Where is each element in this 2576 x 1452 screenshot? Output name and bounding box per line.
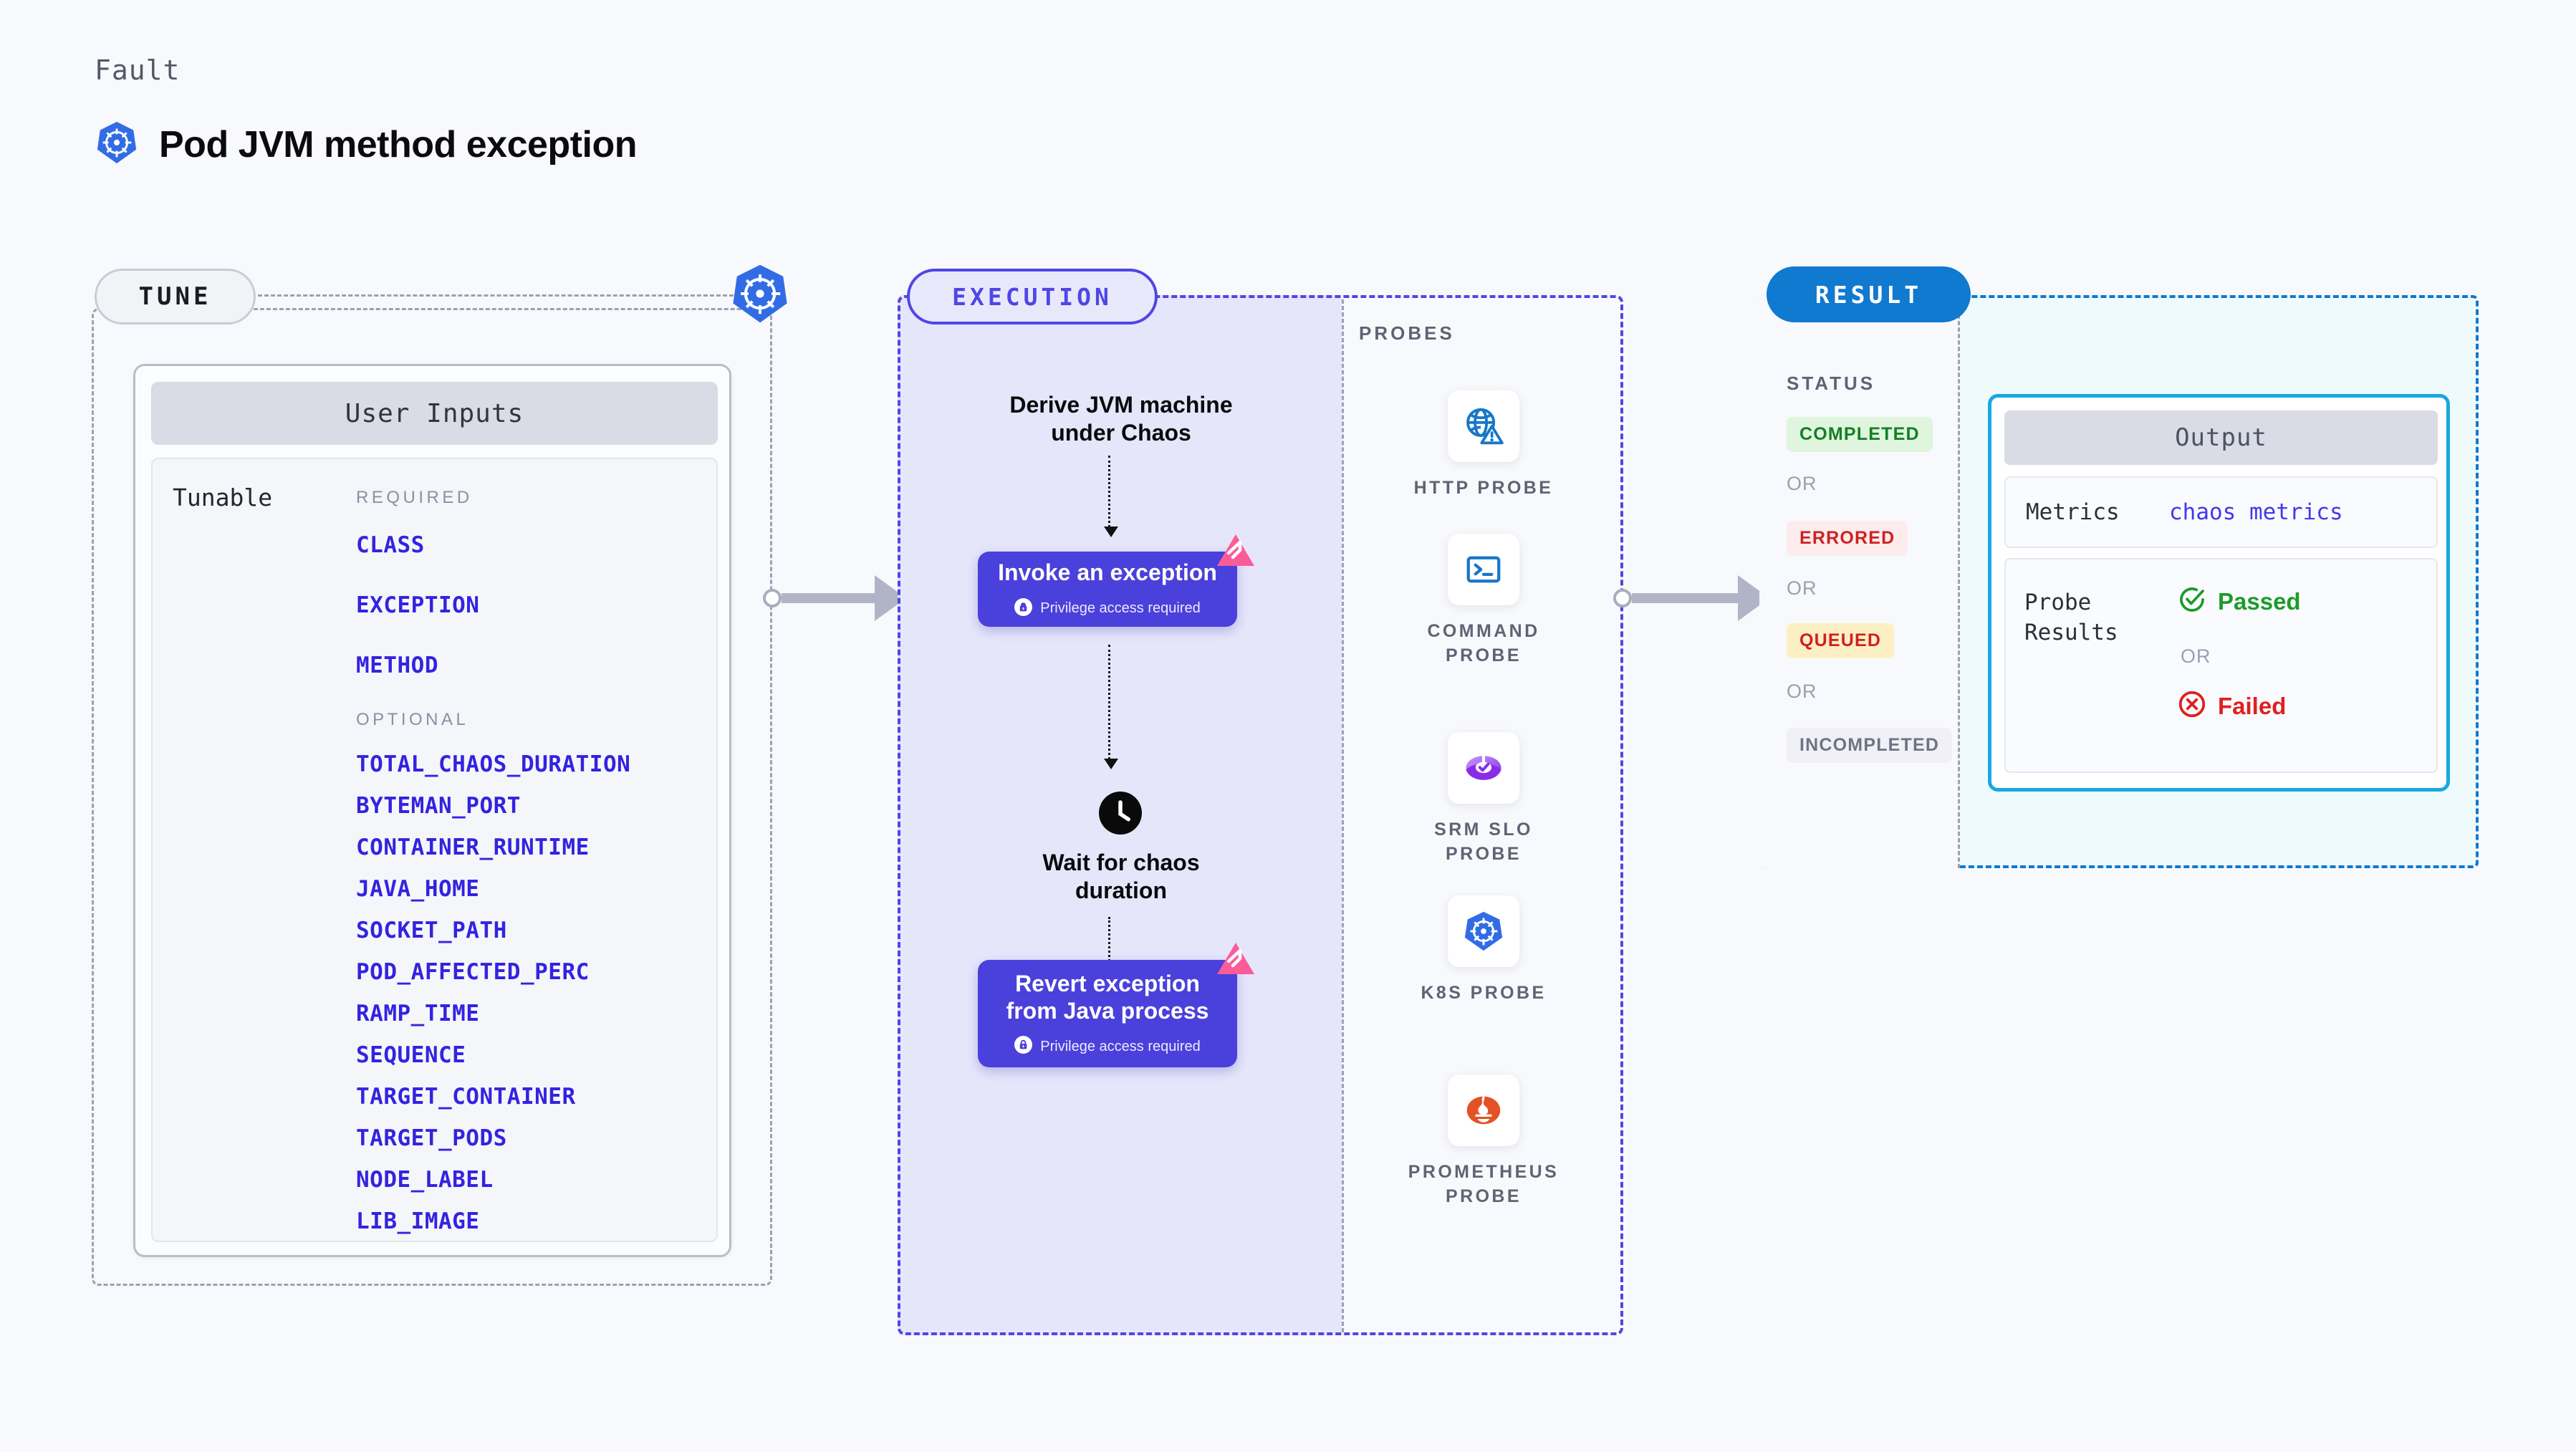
probe-item-prometheus[interactable]: PROMETHEUS PROBE — [1401, 1074, 1566, 1209]
globe-warning-icon — [1448, 390, 1519, 462]
metrics-key: Metrics — [2026, 499, 2120, 525]
user-inputs-header: User Inputs — [151, 382, 718, 445]
execution-stage-pill[interactable]: EXECUTION — [907, 269, 1158, 324]
tunable-body: Tunable REQUIRED CLASS EXCEPTION METHOD … — [151, 458, 718, 1242]
status-column — [1759, 295, 1960, 868]
probe-label-srm-slo: SRM SLO PROBE — [1434, 819, 1533, 864]
litmus-icon — [1216, 533, 1256, 569]
probe-label-prometheus: PROMETHEUS PROBE — [1408, 1162, 1559, 1206]
status-badge-queued: QUEUED — [1787, 623, 1895, 658]
probe-results-key: Probe Results — [2024, 590, 2118, 645]
probe-item-k8s[interactable]: K8S PROBE — [1401, 895, 1566, 1006]
user-inputs-card: User Inputs Tunable REQUIRED CLASS EXCEP… — [133, 364, 731, 1257]
probe-label-http: HTTP PROBE — [1413, 478, 1554, 498]
probes-column-divider — [1342, 299, 1344, 1332]
status-section-label: STATUS — [1787, 372, 1876, 394]
status-badge-incompleted: INCOMPLETED — [1787, 728, 1953, 763]
param-exception[interactable]: EXCEPTION — [356, 592, 480, 618]
param-socket-path[interactable]: SOCKET_PATH — [356, 918, 507, 943]
output-card: Output Metrics chaos metrics Probe Resul… — [1988, 394, 2450, 792]
litmus-icon — [1216, 941, 1256, 977]
connector-start-dot — [763, 589, 782, 607]
terminal-icon — [1448, 534, 1519, 605]
param-target-container[interactable]: TARGET_CONTAINER — [356, 1084, 576, 1110]
privilege-note-1: Privilege access required — [1014, 597, 1201, 620]
connector-execution-to-result — [1613, 573, 1769, 623]
metrics-value-link[interactable]: chaos metrics — [2169, 499, 2343, 525]
result-stage-pill[interactable]: RESULT — [1767, 266, 1971, 322]
status-or-2: OR — [1787, 577, 1817, 599]
connector-tune-to-execution — [763, 573, 906, 623]
probe-verdict-passed: Passed — [2178, 585, 2301, 617]
probe-item-srm-slo[interactable]: SRM SLO PROBE — [1401, 732, 1566, 867]
param-ramp-time[interactable]: RAMP_TIME — [356, 1001, 480, 1027]
srm-slo-icon — [1448, 732, 1519, 804]
connector-start-dot — [1613, 589, 1632, 607]
page-title: Pod JVM method exception — [159, 123, 637, 165]
status-or-3: OR — [1787, 681, 1817, 702]
tune-stage-pill[interactable]: TUNE — [95, 269, 256, 324]
execution-step-revert-title: Revert exception from Java process — [1006, 970, 1209, 1024]
flow-arrow-1 — [1104, 456, 1118, 537]
probes-section-label: PROBES — [1359, 322, 1455, 344]
probe-item-http[interactable]: HTTP PROBE — [1401, 390, 1566, 501]
privilege-note-1-text: Privilege access required — [1040, 600, 1201, 617]
output-header: Output — [2004, 410, 2438, 465]
fault-eyebrow-label: Fault — [95, 54, 181, 86]
param-pod-affected-perc[interactable]: POD_AFFECTED_PERC — [356, 959, 590, 985]
param-total-chaos-duration[interactable]: TOTAL_CHAOS_DURATION — [356, 751, 631, 777]
execution-stage-box — [898, 295, 1623, 1335]
param-lib-image[interactable]: LIB_IMAGE — [356, 1208, 480, 1234]
execution-step-invoke-card[interactable]: Invoke an exception Privilege access req… — [978, 534, 1254, 627]
param-method[interactable]: METHOD — [356, 653, 438, 678]
param-container-runtime[interactable]: CONTAINER_RUNTIME — [356, 835, 590, 860]
lock-icon — [1014, 1036, 1033, 1057]
status-badge-errored: ERRORED — [1787, 521, 1908, 556]
group-label-optional: OPTIONAL — [356, 710, 469, 729]
probe-verdict-failed-label: Failed — [2218, 692, 2287, 719]
execution-step-invoke-title: Invoke an exception — [998, 559, 1217, 586]
param-target-pods[interactable]: TARGET_PODS — [356, 1125, 507, 1151]
param-node-label[interactable]: NODE_LABEL — [356, 1167, 494, 1193]
check-circle-icon — [2178, 585, 2206, 617]
status-badge-completed: COMPLETED — [1787, 417, 1933, 452]
tune-stage-box — [92, 308, 772, 1286]
metrics-row: Metrics chaos metrics — [2004, 476, 2438, 548]
probe-verdict-or: OR — [2181, 645, 2211, 667]
privilege-note-2-text: Privilege access required — [1040, 1038, 1201, 1054]
flow-arrow-2 — [1104, 645, 1118, 769]
privilege-note-2: Privilege access required — [1014, 1036, 1201, 1057]
clock-icon — [1099, 792, 1142, 835]
param-class[interactable]: CLASS — [356, 532, 425, 558]
probe-label-k8s: K8S PROBE — [1421, 983, 1547, 1003]
probe-item-command[interactable]: COMMAND PROBE — [1401, 534, 1566, 668]
execution-step-revert-card[interactable]: Revert exception from Java process Privi… — [978, 943, 1254, 1067]
param-java-home[interactable]: JAVA_HOME — [356, 876, 480, 902]
status-or-1: OR — [1787, 473, 1817, 494]
tune-dashed-connector — [258, 294, 759, 297]
probe-verdict-failed: Failed — [2178, 690, 2286, 722]
execution-step-wait-label: Wait for chaos duration — [1042, 850, 1200, 904]
kubernetes-icon — [95, 120, 139, 168]
kubernetes-icon — [729, 263, 791, 324]
connector-bar — [782, 593, 875, 603]
param-sequence[interactable]: SEQUENCE — [356, 1042, 466, 1068]
tunable-label: Tunable — [173, 484, 273, 511]
x-circle-icon — [2178, 690, 2206, 722]
kubernetes-icon — [1448, 895, 1519, 967]
page-title-row: Pod JVM method exception — [95, 120, 637, 168]
prometheus-icon — [1448, 1074, 1519, 1146]
connector-bar — [1632, 593, 1738, 603]
lock-icon — [1014, 597, 1033, 620]
probe-verdict-passed-label: Passed — [2218, 587, 2301, 615]
param-byteman-port[interactable]: BYTEMAN_PORT — [356, 793, 521, 819]
execution-step-derive-label: Derive JVM machine under Chaos — [1009, 392, 1233, 446]
probe-label-command: COMMAND PROBE — [1427, 621, 1540, 665]
group-label-required: REQUIRED — [356, 488, 473, 507]
probe-results-row: Probe Results Passed OR Failed — [2004, 558, 2438, 773]
